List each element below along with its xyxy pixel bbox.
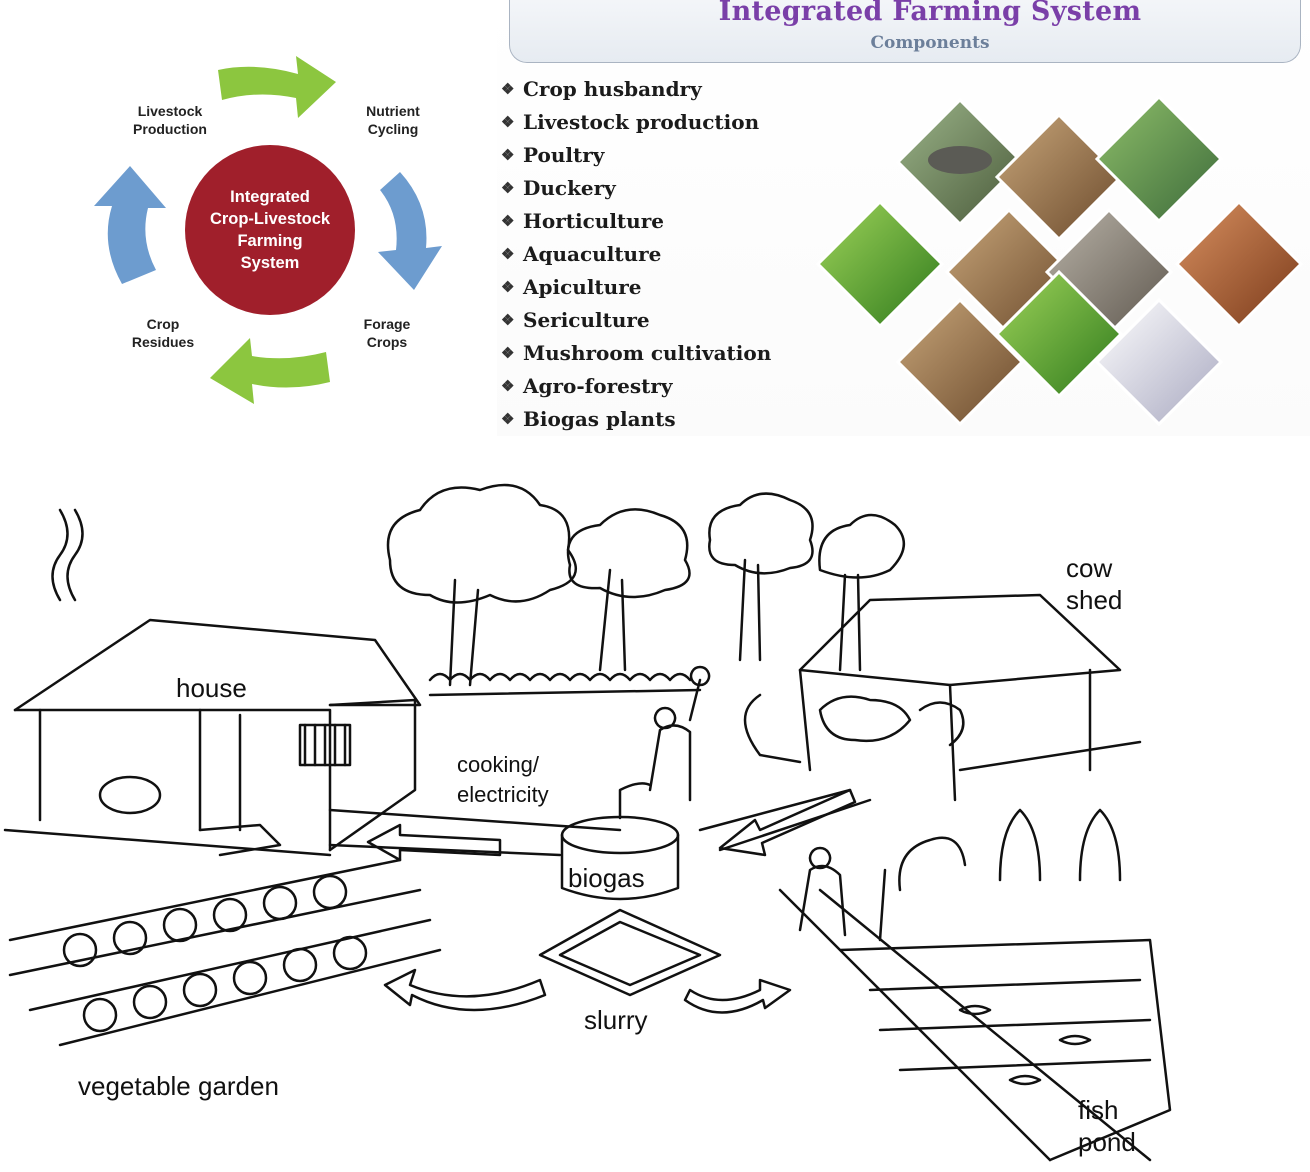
tile-fish-pond [1094, 94, 1224, 224]
list-item: ❖ Crop husbandry [501, 72, 771, 105]
list-item: ❖ Sericulture [501, 303, 771, 336]
list-item-label: Duckery [523, 175, 616, 200]
arrow-from-shed [718, 788, 857, 857]
integrated-farm-illustration: house cow shed cooking/ electricity biog… [0, 470, 1310, 1167]
bullet-icon: ❖ [501, 145, 515, 164]
arrow-top-green [218, 56, 336, 118]
node-crop-residues: Crop Residues [131, 316, 195, 350]
arrow-right-blue [378, 172, 442, 290]
bullet-icon: ❖ [501, 277, 515, 296]
list-item-label: Sericulture [523, 307, 650, 332]
list-item: ❖ Agro-forestry [501, 369, 771, 402]
house-drawing [3, 508, 422, 857]
tile-tank-detail [928, 146, 992, 174]
list-item-label: Livestock production [523, 109, 760, 134]
list-item-label: Aquaculture [523, 241, 662, 266]
bullet-icon: ❖ [501, 343, 515, 362]
bullet-icon: ❖ [501, 310, 515, 329]
bullet-icon: ❖ [501, 409, 515, 428]
arrow-to-garden [383, 968, 547, 1012]
list-item-label: Mushroom cultivation [523, 340, 772, 365]
list-item: ❖ Apiculture [501, 270, 771, 303]
tile-ducks [895, 297, 1025, 427]
ground-paths [328, 788, 1152, 1162]
vegetable-garden-drawing [8, 858, 442, 1047]
label-cow-shed: cow shed [1066, 553, 1123, 615]
label-fish-pond: fish pond [1078, 1095, 1136, 1157]
list-item-label: Poultry [523, 142, 605, 167]
cycle-arrows [94, 56, 442, 404]
list-item: ❖ Livestock production [501, 105, 771, 138]
arrow-to-pond [683, 978, 792, 1014]
arrow-to-house [366, 823, 502, 862]
list-item-label: Horticulture [523, 208, 664, 233]
list-item: ❖ Duckery [501, 171, 771, 204]
farmer-figures [648, 665, 847, 937]
biogas-plant-drawing [538, 782, 722, 997]
list-item: ❖ Horticulture [501, 204, 771, 237]
list-item-label: Agro-forestry [523, 373, 673, 398]
fish-pond-drawing [838, 808, 1172, 1162]
crop-livestock-cycle-diagram: Integrated Crop-Livestock Farming System… [0, 0, 490, 440]
slide-header: Integrated Farming System Components [509, 0, 1301, 63]
tile-paddy-crop [815, 199, 945, 329]
label-slurry: slurry [584, 1005, 648, 1035]
tile-maize [994, 269, 1124, 399]
bullet-icon: ❖ [501, 79, 515, 98]
node-livestock-production: Livestock Production [133, 103, 207, 137]
cow-shed-drawing [798, 593, 1142, 802]
photo-mosaic [815, 94, 1304, 427]
node-nutrient-cycling: Nutrient Cycling [366, 103, 420, 137]
list-item-label: Crop husbandry [523, 76, 702, 101]
background-trees [386, 483, 905, 697]
bullet-icon: ❖ [501, 112, 515, 131]
slide-title: Integrated Farming System [718, 0, 1142, 27]
arrow-shed-loop [743, 693, 802, 764]
list-item: ❖ Mushroom cultivation [501, 336, 771, 369]
label-cooking-electricity: cooking/ electricity [457, 752, 549, 807]
bullet-icon: ❖ [501, 376, 515, 395]
list-item: ❖ Aquaculture [501, 237, 771, 270]
list-item-label: Apiculture [523, 274, 642, 299]
cycle-center-circle: Integrated Crop-Livestock Farming System [185, 145, 355, 315]
list-item: ❖ Biogas plants [501, 402, 771, 435]
bullet-icon: ❖ [501, 211, 515, 230]
components-list: ❖ Crop husbandry ❖ Livestock production ❖ P… [501, 72, 771, 435]
label-biogas: biogas [568, 863, 645, 893]
tile-cattle [1174, 199, 1304, 329]
bullet-icon: ❖ [501, 244, 515, 263]
label-house: house [176, 673, 247, 703]
bullet-icon: ❖ [501, 178, 515, 197]
node-forage-crops: Forage Crops [363, 316, 411, 350]
arrow-bottom-green [210, 338, 330, 404]
components-slide: Integrated Farming System Components ❖ Cr… [497, 0, 1310, 436]
list-item: ❖ Poultry [501, 138, 771, 171]
flow-arrows [366, 693, 857, 1014]
tile-mushroom [1094, 297, 1224, 427]
arrow-left-blue [94, 166, 166, 284]
slide-subtitle: Components [870, 33, 990, 53]
farm-drawing [3, 483, 1172, 1162]
label-vegetable-garden: vegetable garden [78, 1071, 279, 1101]
list-item-label: Biogas plants [523, 406, 676, 431]
